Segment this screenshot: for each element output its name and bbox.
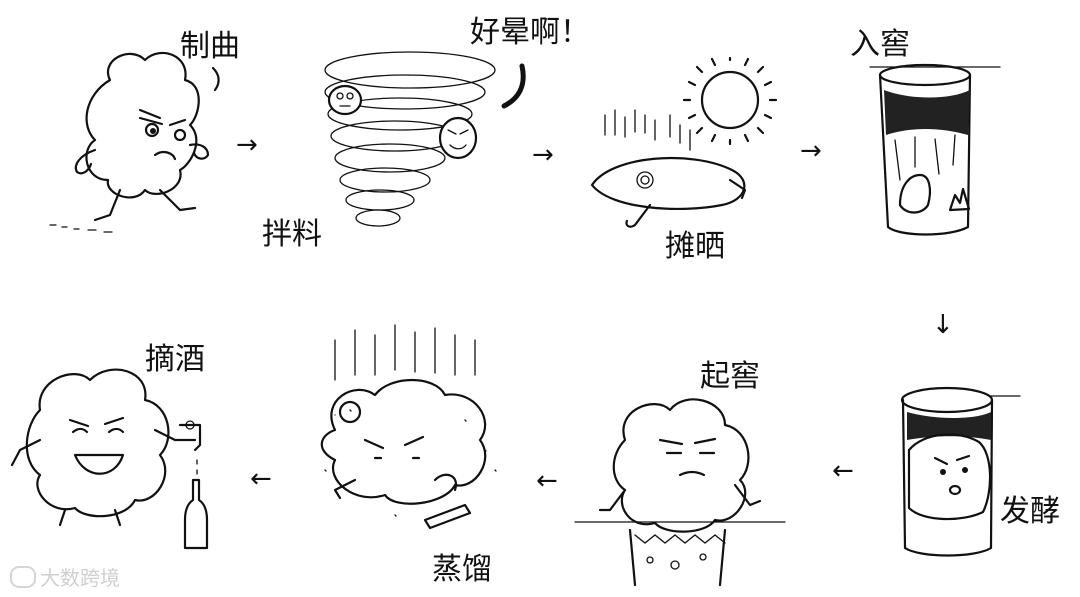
arrow-right-2: → <box>532 140 554 170</box>
step-label-zhengliu: 蒸馏 <box>432 552 492 587</box>
step-label-zhaijiu: 摘酒 <box>145 342 205 377</box>
dizzy-speech-label: 好晕啊！ <box>470 15 590 50</box>
arrow-right-1: → <box>236 130 258 160</box>
arrow-down: ↓ <box>932 310 954 340</box>
arrow-right-3: → <box>800 136 822 166</box>
grain-blob-running-icon <box>40 40 240 240</box>
step-label-zhiqu: 制曲 <box>180 29 240 64</box>
liquor-tap-bottle-icon <box>5 360 235 550</box>
speech-tail-icon <box>500 62 530 112</box>
steaming-distill-icon <box>295 320 525 550</box>
arrow-left-2: ← <box>536 466 558 496</box>
fermenting-pit-icon <box>895 380 1025 560</box>
step-label-fajiao: 发酵 <box>1000 494 1060 529</box>
arrow-left-1: ← <box>832 456 854 486</box>
watermark: 大数跨境 <box>10 562 120 591</box>
step-label-qijiao: 起窖 <box>700 359 760 394</box>
whirlwind-mixing-icon <box>300 30 510 250</box>
step-label-rujiao: 入窖 <box>850 27 910 62</box>
step-label-banliao: 拌料 <box>262 217 322 252</box>
step-label-tanshai: 摊晒 <box>665 229 725 264</box>
arrow-left-3: ← <box>250 464 272 494</box>
sun-drying-icon <box>580 55 780 245</box>
cellar-pit-icon <box>869 55 1010 245</box>
watermark-logo-icon <box>10 565 36 588</box>
watermark-text: 大数跨境 <box>40 566 120 590</box>
lifting-out-icon <box>574 385 786 587</box>
